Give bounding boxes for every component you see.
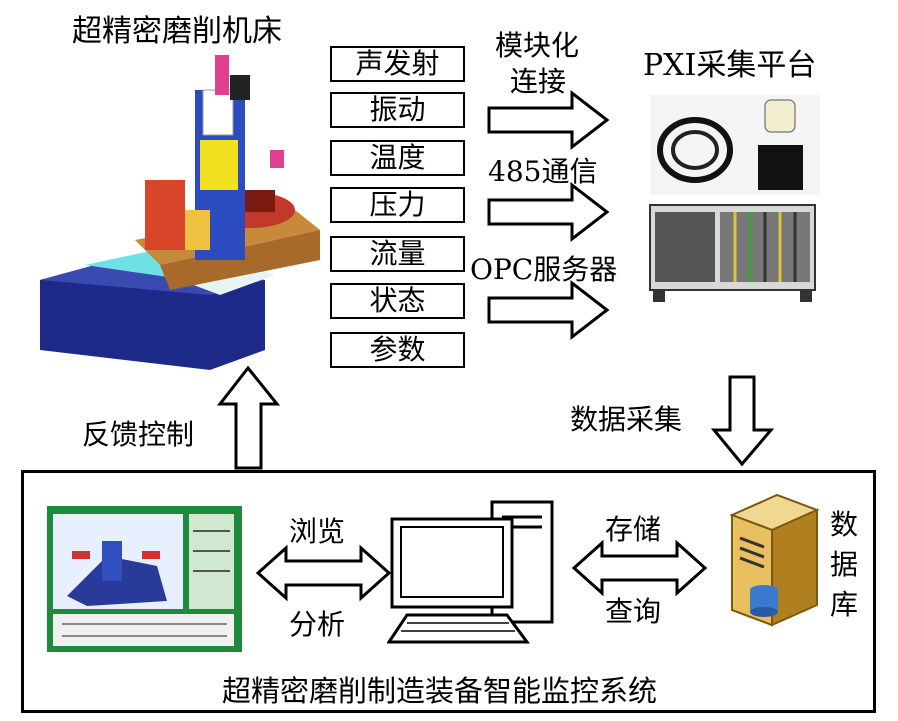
signal-status: 状态 xyxy=(330,283,465,319)
computer-icon xyxy=(387,500,554,644)
signal-vibration: 振动 xyxy=(330,92,465,128)
signal-temperature: 温度 xyxy=(330,140,465,176)
monitoring-software-image xyxy=(47,506,242,652)
arrow-double-browse-analyze xyxy=(255,544,392,602)
feedback-control-label: 反馈控制 xyxy=(82,418,195,451)
conn-modular-label-2: 连接 xyxy=(510,65,567,98)
analyze-label: 分析 xyxy=(289,608,346,641)
pxi-chassis-image xyxy=(649,204,816,302)
pxi-sensors-image xyxy=(650,95,820,195)
arrow-right-modular xyxy=(487,89,610,151)
arrow-right-opc xyxy=(487,279,610,341)
grinding-machine-image xyxy=(40,55,320,370)
database-label-char-1: 数 xyxy=(830,508,859,541)
machine-title: 超精密磨削机床 xyxy=(72,14,282,49)
arrow-double-store-query xyxy=(571,539,708,597)
database-server-icon xyxy=(729,493,820,627)
arrow-down-acquisition xyxy=(710,375,775,467)
conn-485-label: 485通信 xyxy=(488,155,598,188)
arrow-up-feedback xyxy=(216,365,281,470)
signal-parameters: 参数 xyxy=(330,332,465,368)
conn-opc-label: OPC服务器 xyxy=(470,253,618,286)
signal-acoustic-emission: 声发射 xyxy=(330,46,465,82)
data-acquisition-label: 数据采集 xyxy=(570,403,683,436)
store-label: 存储 xyxy=(605,513,662,546)
signal-pressure: 压力 xyxy=(330,187,465,223)
arrow-right-485 xyxy=(487,181,610,243)
conn-modular-label-1: 模块化 xyxy=(495,29,580,62)
query-label: 查询 xyxy=(605,595,662,628)
system-title: 超精密磨削制造装备智能监控系统 xyxy=(222,674,658,708)
monitoring-system-frame xyxy=(21,470,876,713)
database-label-char-2: 据 xyxy=(830,548,859,581)
signal-flow: 流量 xyxy=(330,236,465,272)
pxi-title: PXI采集平台 xyxy=(643,48,817,83)
database-label-char-3: 库 xyxy=(830,588,859,621)
browse-label: 浏览 xyxy=(289,515,346,548)
